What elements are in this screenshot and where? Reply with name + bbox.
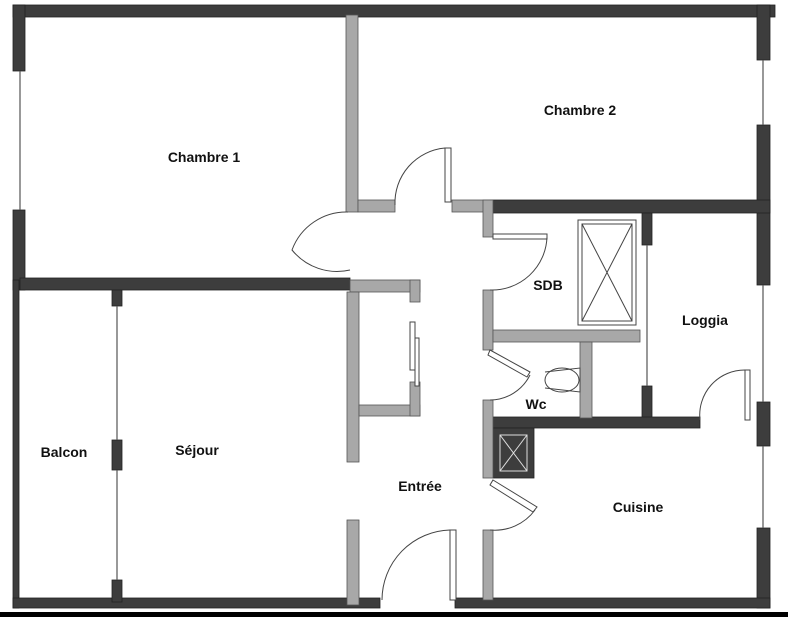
room-label-cuisine: Cuisine: [612, 499, 664, 515]
toilet: [544, 367, 580, 393]
closet-door-1: [409, 321, 416, 371]
doors: [291, 147, 751, 601]
bottom-border: [0, 612, 788, 617]
room-label-sdb: SDB: [533, 277, 563, 293]
chambre2-bottom-wall: [489, 199, 771, 214]
chambre1-sejour-wall: [19, 277, 351, 291]
loggia-wall-top: [641, 212, 653, 246]
cuisine-top-wall: [489, 416, 701, 429]
room-label-chambre2: Chambre 2: [543, 102, 617, 118]
balcon-post-1: [111, 289, 123, 307]
balcon-post-3: [111, 579, 123, 603]
fixtures: [409, 219, 637, 472]
closet-door-2: [414, 337, 420, 387]
bottom-wall-right: [454, 597, 771, 609]
balcon-post-2: [111, 439, 123, 471]
room-label-balcon: Balcon: [40, 444, 88, 460]
room-label-entree: Entrée: [398, 478, 442, 494]
room-label-sejour: Séjour: [175, 442, 219, 458]
left-wall-upper: [12, 4, 26, 72]
right-wall-1: [756, 4, 771, 61]
exterior-walls: [12, 4, 776, 609]
loggia-wall-bottom: [641, 385, 653, 419]
interior-walls: [345, 14, 641, 606]
room-label-loggia: Loggia: [682, 312, 728, 328]
windows: [19, 60, 764, 580]
shower: [577, 219, 637, 326]
top-wall: [12, 4, 776, 18]
right-wall-4: [756, 527, 771, 609]
right-wall-3: [756, 401, 771, 447]
bottom-wall-left: [12, 597, 381, 609]
room-label-wc: Wc: [525, 396, 547, 412]
left-wall-lower: [12, 279, 20, 609]
room-label-chambre1: Chambre 1: [167, 149, 241, 165]
